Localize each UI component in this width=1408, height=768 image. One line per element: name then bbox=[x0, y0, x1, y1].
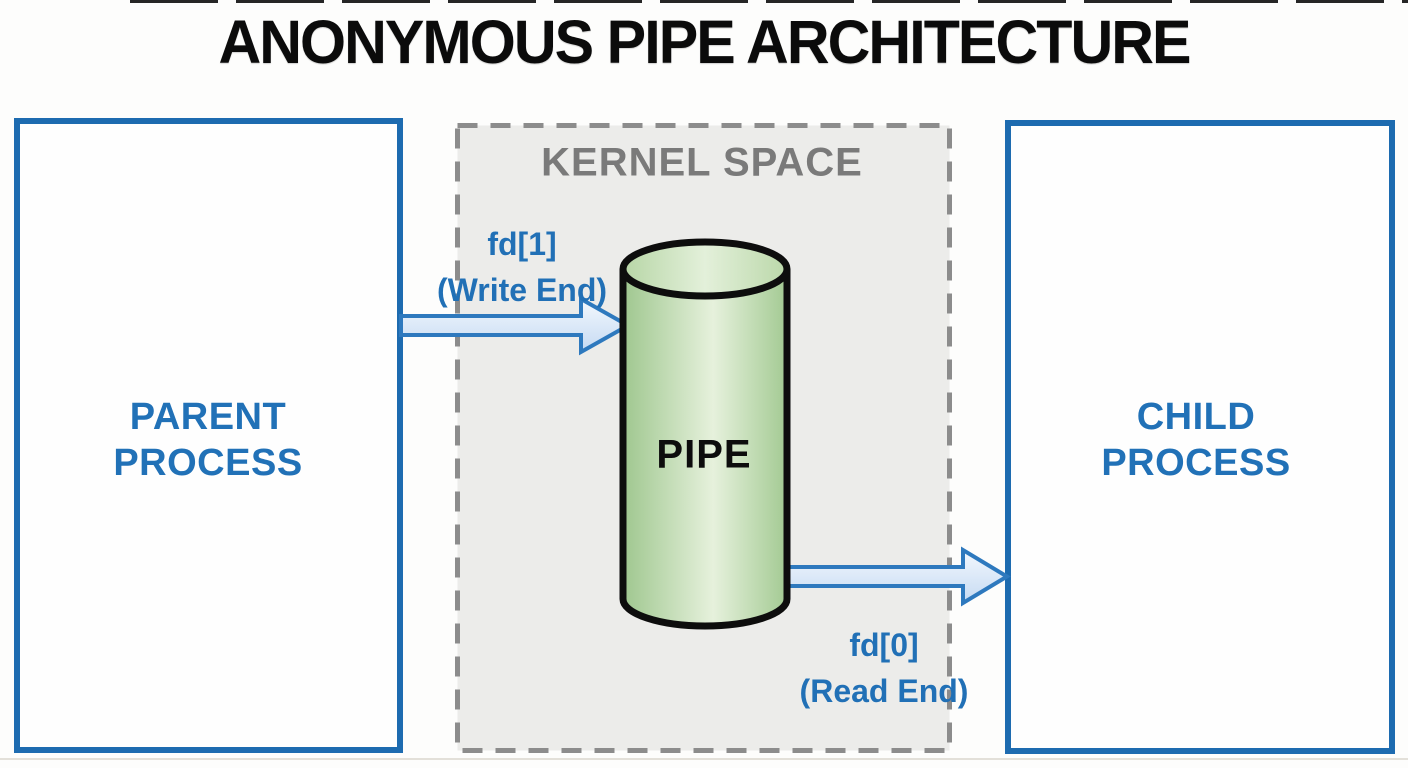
parent-process-line1: PARENT bbox=[129, 396, 287, 438]
read-end-label: fd[0] (Read End) bbox=[800, 622, 969, 714]
write-arrow bbox=[399, 295, 633, 356]
child-process-box bbox=[1005, 120, 1395, 754]
child-process-label: CHILD PROCESS bbox=[1101, 394, 1290, 486]
pipe-label: PIPE bbox=[656, 432, 752, 477]
read-end-fd: fd[0] bbox=[849, 627, 919, 663]
read-arrow bbox=[786, 546, 1011, 607]
child-process-line1: CHILD bbox=[1136, 396, 1256, 438]
write-end-fd: fd[1] bbox=[487, 226, 557, 262]
write-end-label: fd[1] (Write End) bbox=[437, 221, 607, 313]
child-process-line2: PROCESS bbox=[1101, 442, 1291, 484]
pipe-cylinder-body bbox=[619, 269, 791, 630]
write-end-caption: (Write End) bbox=[436, 272, 608, 308]
parent-process-box bbox=[14, 118, 403, 753]
kernel-space-label: KERNEL SPACE bbox=[541, 140, 863, 185]
parent-process-line2: PROCESS bbox=[113, 442, 303, 484]
page-title: ANONYMOUS PIPE ARCHITECTURE bbox=[218, 8, 1191, 76]
bottom-edge-artifact bbox=[0, 758, 1408, 760]
top-edge-artifact bbox=[130, 0, 1408, 3]
parent-process-label: PARENT PROCESS bbox=[113, 394, 302, 486]
read-end-caption: (Read End) bbox=[799, 673, 969, 709]
pipe-cylinder-top bbox=[619, 238, 791, 300]
